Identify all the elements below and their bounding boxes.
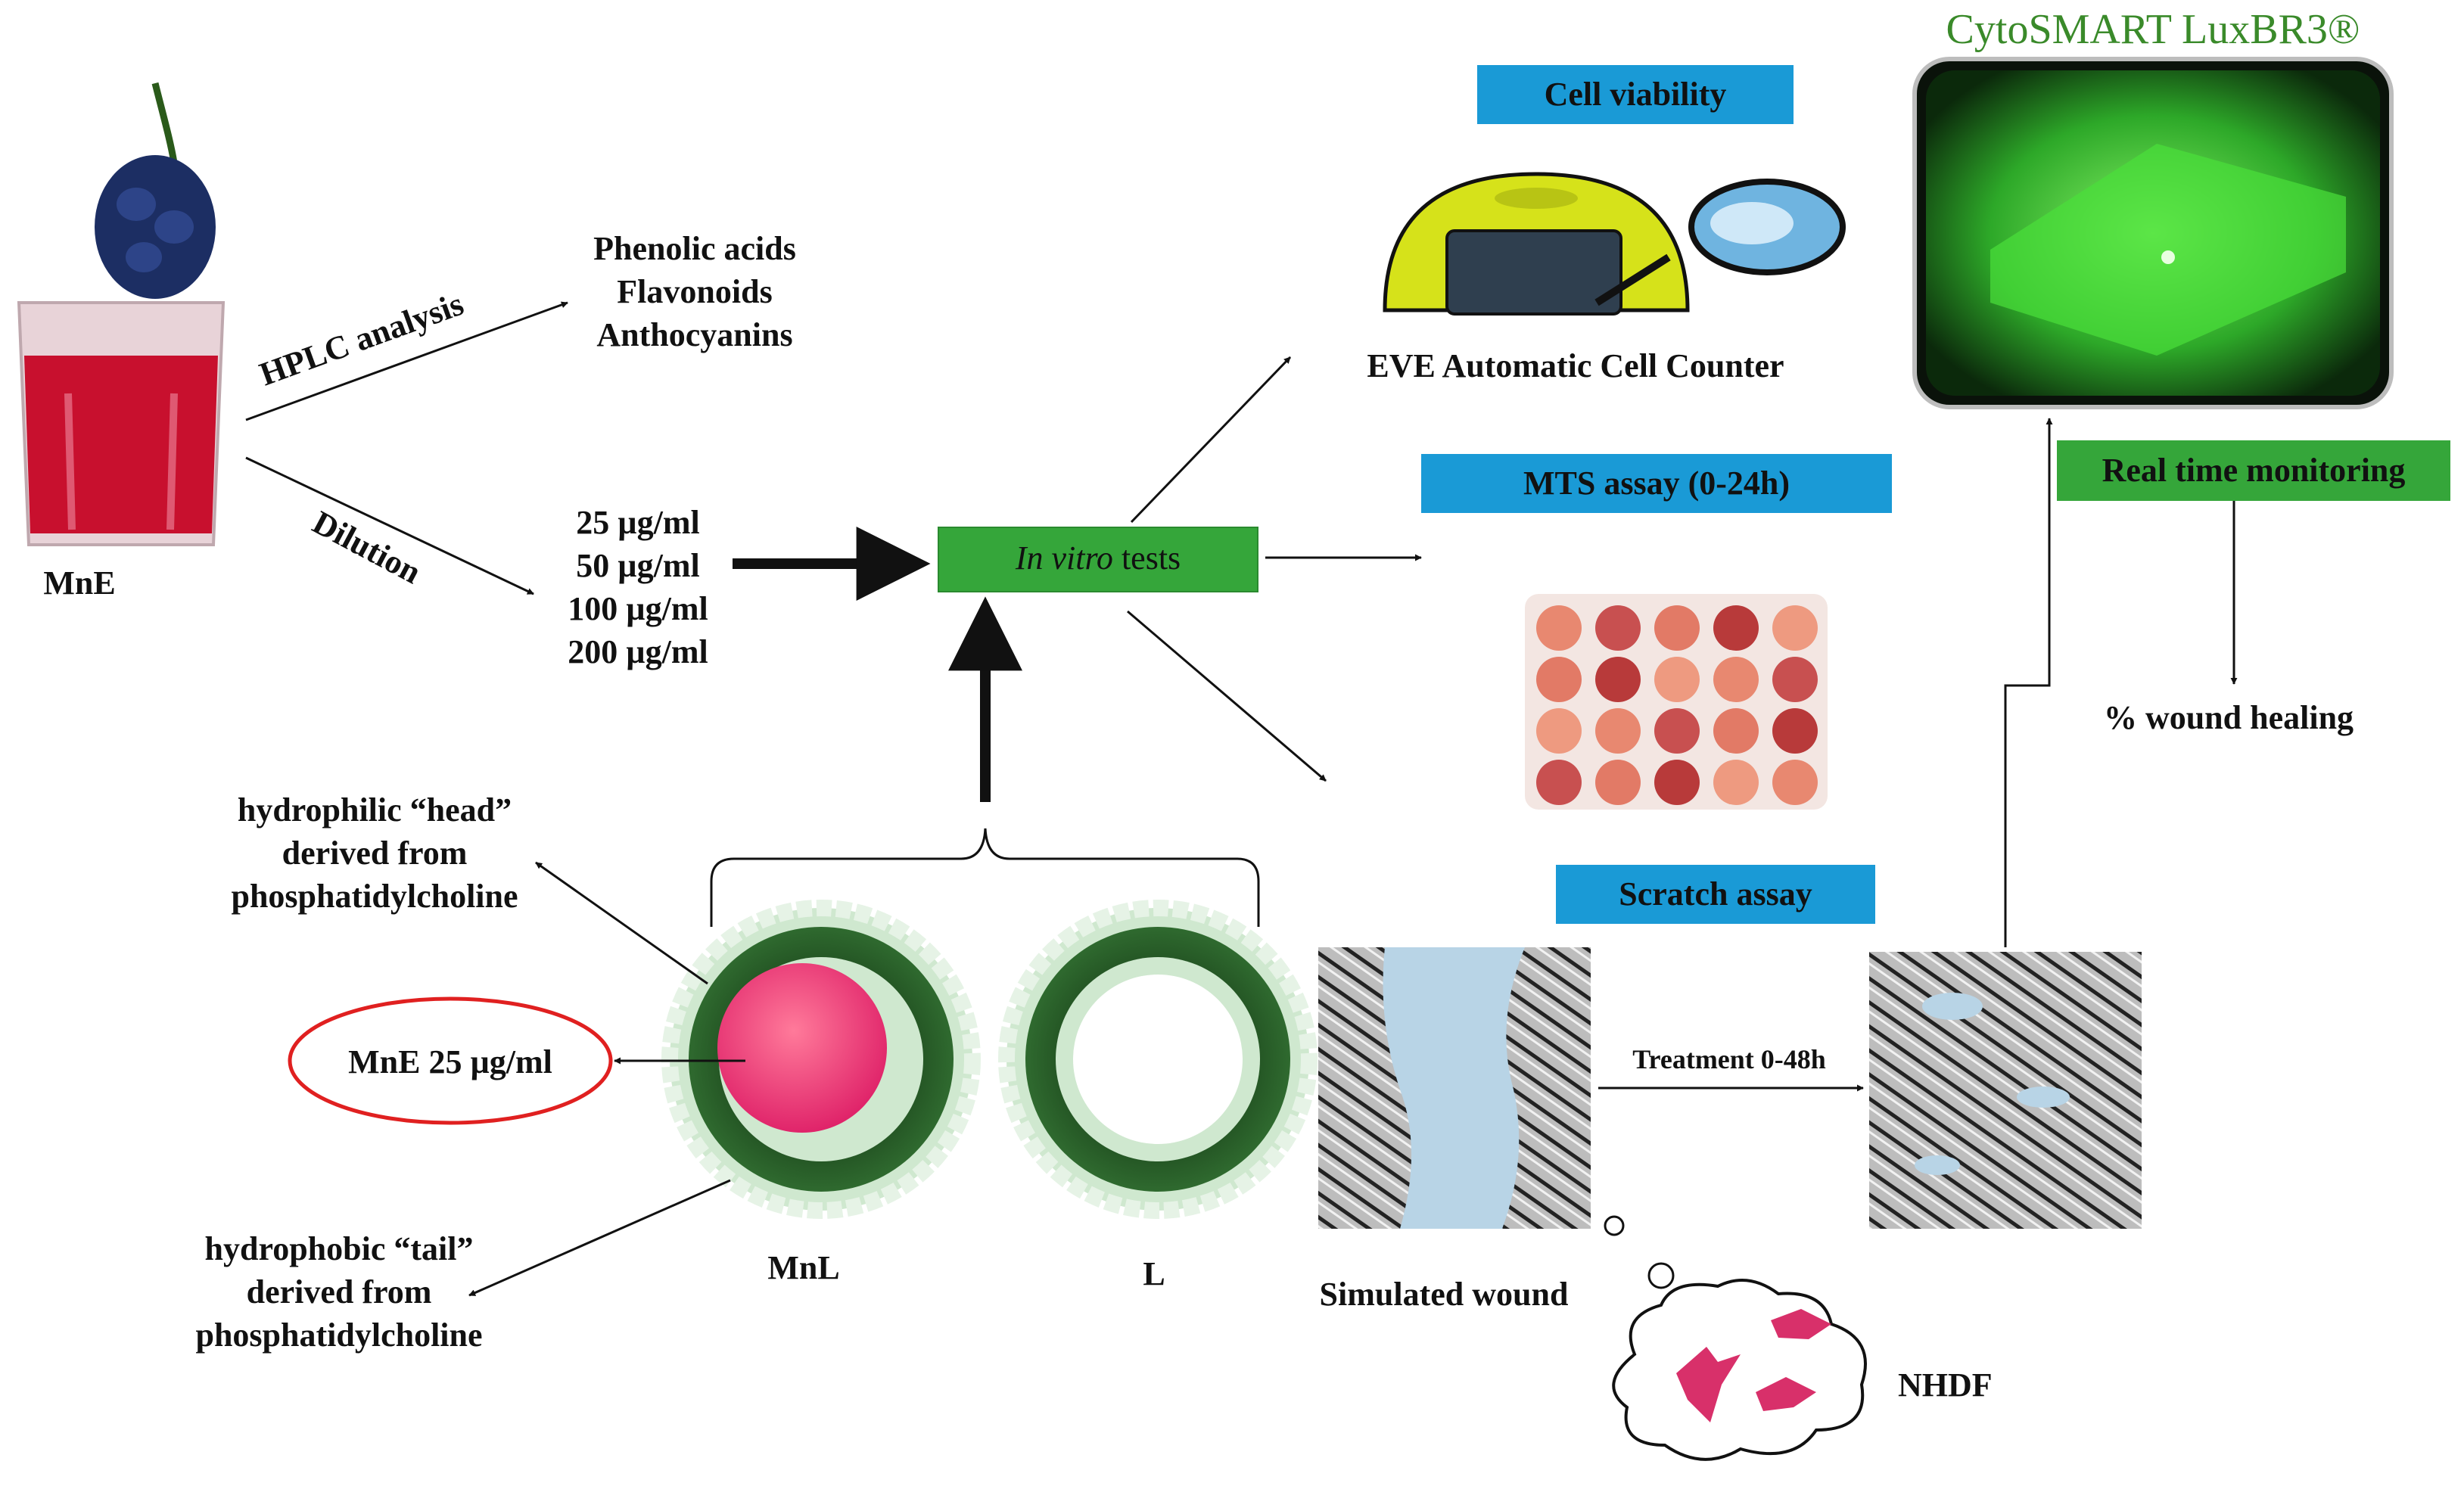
monitoring-box xyxy=(2057,440,2450,501)
well xyxy=(1772,708,1818,754)
cell-viability-label: Cell viability xyxy=(1545,76,1727,113)
simulated-wound-label: Simulated wound xyxy=(1320,1276,1569,1313)
cytosmart-title: CytoSMART LuxBR3® xyxy=(1946,6,2360,53)
treatment-label: Treatment 0-48h xyxy=(1632,1044,1826,1074)
tail-line-1: derived from xyxy=(247,1273,432,1310)
compound-1: Flavonoids xyxy=(617,273,772,310)
well xyxy=(1536,657,1582,702)
mts-label: MTS assay (0-24h) xyxy=(1523,465,1790,502)
nhdf-label: NHDF xyxy=(1898,1366,1993,1404)
invitro-label: In vitro tests xyxy=(1015,539,1181,577)
well xyxy=(1772,605,1818,651)
well xyxy=(1713,760,1759,805)
wound-healing-label: % wound healing xyxy=(2104,699,2354,736)
nhdf-thought-bubble xyxy=(1604,1215,1867,1461)
tail-line-2: phosphatidylcholine xyxy=(195,1317,482,1354)
mts-box xyxy=(1421,454,1892,513)
loaded-extract-label: MnE 25 µg/ml xyxy=(348,1043,552,1080)
invitro-italic: In vitro xyxy=(1015,539,1113,577)
concentration-2: 100 µg/ml xyxy=(568,590,708,627)
well xyxy=(1713,605,1759,651)
invitro-to-scratch-arrow xyxy=(1127,610,1327,782)
l-liposome-illustration xyxy=(998,900,1318,1219)
cytosmart-device-image xyxy=(1912,57,2394,409)
compound-0: Phenolic acids xyxy=(593,230,796,267)
concentration-0: 25 µg/ml xyxy=(576,504,699,541)
source-label: MnE xyxy=(43,564,115,602)
tail-arrow xyxy=(468,1179,731,1297)
head-line-2: phosphatidylcholine xyxy=(231,878,518,915)
well xyxy=(1772,760,1818,805)
concentration-1: 50 µg/ml xyxy=(576,547,699,584)
tail-line-0: hydrophobic “tail” xyxy=(205,1230,474,1267)
well xyxy=(1713,708,1759,754)
cell-counter-illustration xyxy=(1383,172,1846,316)
mnl-label: MnL xyxy=(767,1249,839,1286)
head-line-1: derived from xyxy=(282,835,468,872)
treated-wound-image xyxy=(1869,952,2142,1229)
concentration-3: 200 µg/ml xyxy=(568,633,708,670)
loaded-extract-oval xyxy=(288,996,613,1125)
hplc-arrow xyxy=(245,301,568,421)
well xyxy=(1595,605,1641,651)
cell-counter-label: EVE Automatic Cell Counter xyxy=(1367,347,1784,384)
well xyxy=(1595,760,1641,805)
well xyxy=(1654,657,1700,702)
well-plate-illustration xyxy=(1525,594,1828,810)
simulated-wound-image xyxy=(1318,947,1591,1229)
well xyxy=(1595,708,1641,754)
well xyxy=(1654,760,1700,805)
monitoring-label: Real time monitoring xyxy=(2102,452,2406,489)
well xyxy=(1595,657,1641,702)
well xyxy=(1654,708,1700,754)
invitro-rest: tests xyxy=(1113,539,1181,577)
well xyxy=(1772,657,1818,702)
extract-glass-illustration xyxy=(17,301,226,546)
mnl-liposome-illustration xyxy=(661,900,981,1219)
l-label: L xyxy=(1143,1255,1165,1292)
cell-viability-box xyxy=(1477,65,1794,124)
well xyxy=(1654,605,1700,651)
compound-2: Anthocyanins xyxy=(596,316,792,353)
head-arrow xyxy=(535,861,708,985)
dilution-label: Dilution xyxy=(306,504,427,592)
well xyxy=(1536,760,1582,805)
invitro-to-viability-arrow xyxy=(1130,356,1292,524)
blackberry-illustration xyxy=(95,82,216,299)
well xyxy=(1713,657,1759,702)
scratch-to-monitoring-arrow xyxy=(2004,418,2053,947)
dilution-arrow xyxy=(245,456,534,595)
well xyxy=(1536,605,1582,651)
liposome-bracket xyxy=(710,828,1260,927)
invitro-box xyxy=(938,527,1258,592)
head-line-0: hydrophilic “head” xyxy=(238,791,512,828)
scratch-label: Scratch assay xyxy=(1619,875,1812,912)
well xyxy=(1536,708,1582,754)
scratch-box xyxy=(1556,865,1875,924)
